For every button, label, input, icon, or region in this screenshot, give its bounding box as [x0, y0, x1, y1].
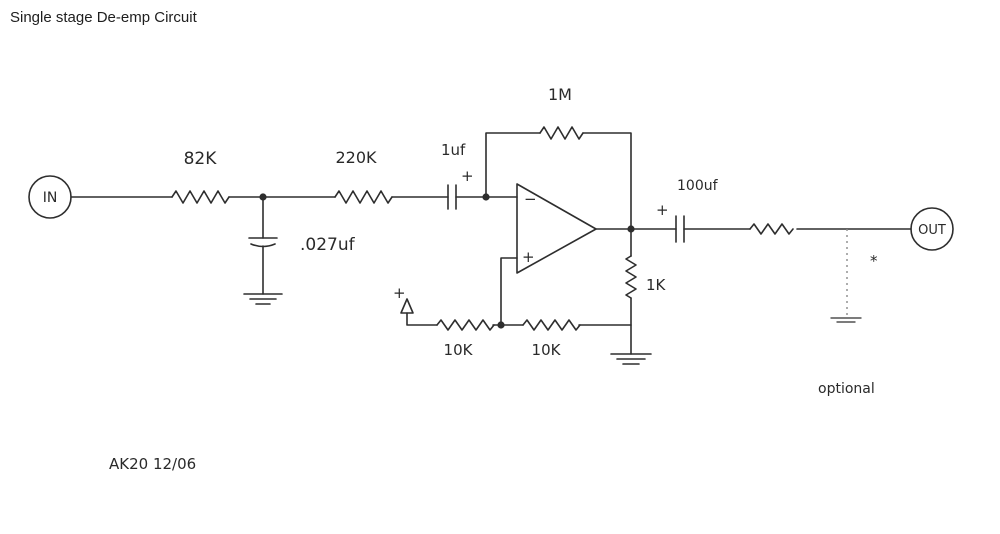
- resistor-82k: [171, 190, 230, 204]
- capacitor-1uf-label: 1uf: [441, 141, 466, 159]
- wire-feedback-left: [485, 132, 541, 198]
- opamp: [516, 183, 597, 274]
- resistor-10k-right-label: 10K: [532, 341, 562, 359]
- ground-symbol-1: [243, 293, 283, 305]
- input-terminal-label: IN: [43, 190, 58, 206]
- ground-symbol-2: [610, 353, 652, 365]
- optional-note: optional: [818, 381, 875, 397]
- opamp-noninverting-sign: +: [522, 248, 535, 266]
- resistor-10k-left-label: 10K: [444, 341, 474, 359]
- capacitor-1uf: [447, 184, 457, 210]
- output-terminal: OUT: [910, 207, 954, 251]
- asterisk-note: *: [870, 252, 878, 270]
- capacitor-027uf-label: .027uf: [300, 235, 356, 255]
- input-terminal: IN: [28, 175, 72, 219]
- resistor-10k-left: [436, 319, 495, 331]
- supply-polarity: +: [393, 284, 406, 302]
- resistor-220k-label: 220K: [335, 148, 377, 167]
- opamp-inverting-sign: −: [524, 190, 537, 208]
- signature-note: AK20 12/06: [109, 455, 196, 473]
- capacitor-100uf-label: 100uf: [677, 178, 719, 194]
- wire-supply: [406, 312, 438, 326]
- resistor-1k-label: 1K: [646, 276, 667, 294]
- resistor-10k-right: [522, 319, 581, 331]
- capacitor-100uf: [675, 215, 685, 243]
- resistor-1m-label: 1M: [548, 85, 572, 104]
- ground-symbol-3: [830, 317, 862, 323]
- output-resistor: [749, 223, 794, 235]
- resistor-1k: [625, 255, 637, 299]
- junction-divider: [497, 321, 505, 329]
- diagram-title: Single stage De-emp Circuit: [10, 9, 198, 26]
- output-terminal-label: OUT: [918, 223, 946, 238]
- resistor-82k-label: 82K: [184, 149, 218, 169]
- resistor-1m: [539, 126, 584, 140]
- resistor-220k: [334, 190, 393, 204]
- capacitor-1uf-polarity: +: [461, 167, 474, 185]
- capacitor-100uf-polarity: +: [656, 201, 669, 219]
- wire-noninverting-input: [500, 257, 518, 326]
- wire-feedback-right: [582, 132, 632, 230]
